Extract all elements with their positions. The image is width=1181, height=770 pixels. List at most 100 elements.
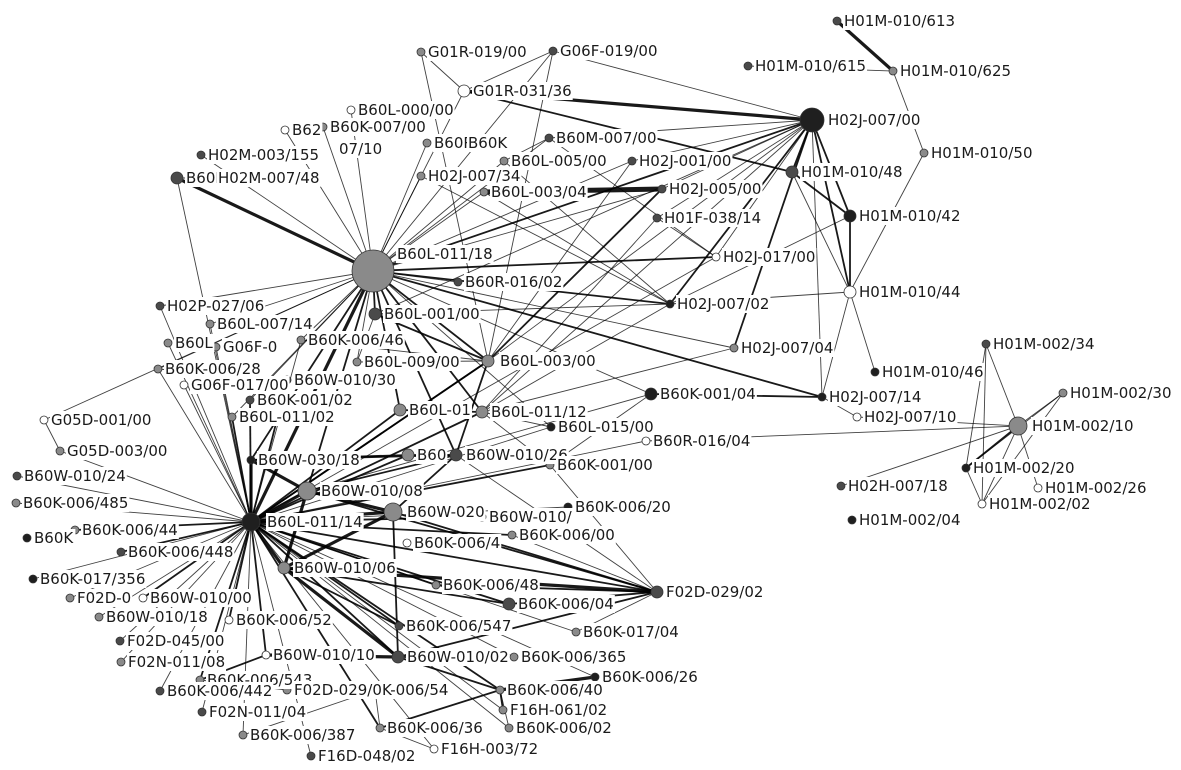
graph-node[interactable]: [383, 502, 403, 522]
graph-node[interactable]: [197, 707, 207, 717]
graph-node[interactable]: [852, 412, 862, 422]
graph-node[interactable]: [246, 455, 256, 465]
graph-node[interactable]: [431, 580, 441, 590]
graph-node[interactable]: [153, 364, 163, 374]
graph-node[interactable]: [498, 705, 508, 715]
graph-node[interactable]: [546, 422, 556, 432]
graph-node[interactable]: [641, 436, 651, 446]
graph-node[interactable]: [836, 481, 846, 491]
graph-node[interactable]: [245, 395, 255, 405]
graph-node[interactable]: [665, 299, 675, 309]
graph-node[interactable]: [475, 405, 489, 419]
graph-node[interactable]: [163, 338, 173, 348]
graph-node[interactable]: [652, 213, 662, 223]
graph-node[interactable]: [729, 343, 739, 353]
graph-node[interactable]: [495, 685, 505, 695]
graph-node[interactable]: [346, 105, 356, 115]
graph-node[interactable]: [1058, 388, 1068, 398]
graph-node[interactable]: [711, 252, 721, 262]
label-background: [320, 482, 424, 500]
graph-node[interactable]: [402, 538, 412, 548]
graph-node[interactable]: [196, 150, 206, 160]
graph-node[interactable]: [449, 448, 463, 462]
graph-node[interactable]: [297, 481, 317, 501]
graph-node[interactable]: [843, 209, 857, 223]
graph-node[interactable]: [509, 652, 519, 662]
graph-node[interactable]: [453, 277, 463, 287]
graph-node[interactable]: [306, 751, 316, 761]
graph-node[interactable]: [571, 627, 581, 637]
label-background: [185, 169, 221, 187]
graph-node[interactable]: [261, 650, 271, 660]
graph-node[interactable]: [416, 171, 426, 181]
graph-node[interactable]: [502, 597, 516, 611]
graph-node[interactable]: [919, 148, 929, 158]
graph-node[interactable]: [155, 686, 165, 696]
graph-node[interactable]: [116, 547, 126, 557]
graph-node[interactable]: [590, 672, 600, 682]
graph-node[interactable]: [280, 125, 290, 135]
graph-node[interactable]: [429, 744, 439, 754]
graph-node[interactable]: [416, 47, 426, 57]
graph-node[interactable]: [227, 412, 237, 422]
graph-node[interactable]: [391, 650, 405, 664]
graph-node[interactable]: [832, 16, 842, 26]
graph-node[interactable]: [393, 403, 407, 417]
graph-node[interactable]: [1033, 483, 1043, 493]
graph-node[interactable]: [277, 561, 291, 575]
graph-node[interactable]: [785, 165, 799, 179]
graph-node[interactable]: [422, 138, 432, 148]
graph-node[interactable]: [627, 156, 637, 166]
graph-node[interactable]: [12, 471, 22, 481]
graph-node[interactable]: [650, 585, 664, 599]
graph-node[interactable]: [548, 46, 558, 56]
graph-node[interactable]: [351, 249, 395, 293]
graph-node[interactable]: [22, 533, 32, 543]
graph-node[interactable]: [296, 335, 306, 345]
graph-node[interactable]: [138, 593, 148, 603]
graph-node[interactable]: [241, 512, 261, 532]
graph-node[interactable]: [65, 593, 75, 603]
graph-node[interactable]: [375, 723, 385, 733]
graph-node[interactable]: [657, 184, 667, 194]
graph-node[interactable]: [115, 636, 125, 646]
graph-node[interactable]: [977, 499, 987, 509]
graph-node[interactable]: [401, 448, 415, 462]
graph-node[interactable]: [170, 171, 184, 185]
label-background: [427, 43, 528, 61]
graph-node[interactable]: [481, 354, 495, 368]
graph-node[interactable]: [352, 357, 362, 367]
graph-node[interactable]: [457, 84, 471, 98]
graph-node[interactable]: [155, 301, 165, 311]
graph-node[interactable]: [205, 319, 215, 329]
graph-node[interactable]: [368, 307, 382, 321]
graph-node[interactable]: [1008, 416, 1028, 436]
graph-node[interactable]: [817, 392, 827, 402]
graph-node[interactable]: [238, 730, 248, 740]
node-label: B60W-030/18: [258, 451, 360, 469]
graph-node[interactable]: [39, 415, 49, 425]
graph-node[interactable]: [843, 285, 857, 299]
graph-node[interactable]: [224, 615, 234, 625]
graph-node[interactable]: [507, 530, 517, 540]
graph-node[interactable]: [544, 133, 554, 143]
graph-node[interactable]: [394, 621, 404, 631]
graph-node[interactable]: [981, 339, 991, 349]
graph-node[interactable]: [94, 612, 104, 622]
graph-node[interactable]: [479, 187, 489, 197]
graph-node[interactable]: [179, 380, 189, 390]
graph-node[interactable]: [799, 107, 825, 133]
label-background: [207, 146, 321, 164]
graph-node[interactable]: [961, 463, 971, 473]
graph-node[interactable]: [11, 498, 21, 508]
graph-node[interactable]: [499, 156, 509, 166]
graph-node[interactable]: [644, 387, 658, 401]
graph-node[interactable]: [28, 574, 38, 584]
graph-node[interactable]: [116, 657, 126, 667]
graph-node[interactable]: [870, 367, 880, 377]
graph-node[interactable]: [504, 723, 514, 733]
graph-node[interactable]: [55, 446, 65, 456]
graph-node[interactable]: [847, 515, 857, 525]
graph-node[interactable]: [888, 66, 898, 76]
graph-node[interactable]: [743, 61, 753, 71]
